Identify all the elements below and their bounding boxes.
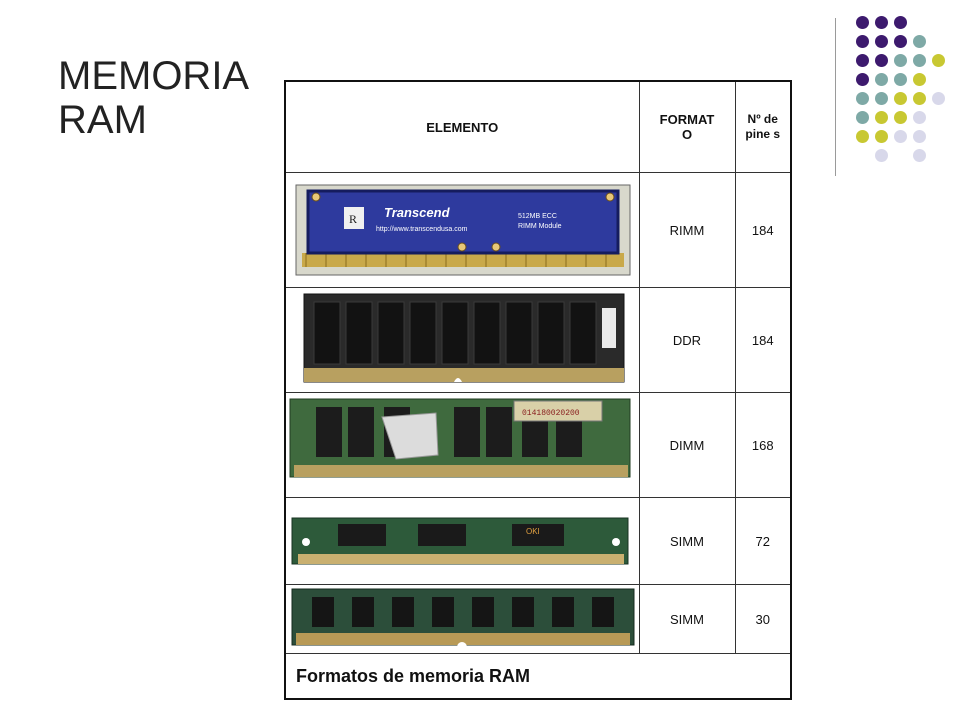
dot (894, 92, 907, 105)
dot (913, 35, 926, 48)
decorative-divider (835, 18, 836, 176)
title-line-1: MEMORIA (58, 54, 250, 98)
dot (894, 16, 907, 29)
dot (875, 16, 888, 29)
dot (875, 149, 888, 162)
table-row: R Transcend http://www.transcendusa.com … (284, 172, 792, 288)
title-line-2: RAM (58, 98, 147, 142)
dot (894, 111, 907, 124)
dot (913, 149, 926, 162)
format-cell: SIMM (638, 584, 736, 654)
svg-text:http://www.transcendusa.com: http://www.transcendusa.com (376, 226, 468, 233)
dot (856, 54, 869, 67)
dot (875, 111, 888, 124)
rimm-module-image: R Transcend http://www.transcendusa.com … (284, 172, 640, 288)
table-header-row: ELEMENTO FORMAT O Nº de pine s (284, 80, 792, 173)
table-row: SIMM 30 (284, 584, 792, 654)
pins-cell: 184 (734, 287, 792, 393)
dot (894, 54, 907, 67)
dot (875, 54, 888, 67)
simm30-module-image (284, 584, 640, 654)
pins-cell: 72 (734, 497, 792, 585)
dot (856, 16, 869, 29)
dot (932, 54, 945, 67)
dot (875, 92, 888, 105)
format-cell: RIMM (638, 172, 736, 288)
ddr-module-image (284, 287, 640, 393)
slide-title: MEMORIA RAM (58, 54, 249, 142)
pins-cell: 184 (734, 172, 792, 288)
dimm-module-image: 014180020200 (284, 392, 640, 498)
dot (856, 73, 869, 86)
svg-text:R: R (349, 212, 357, 226)
decorative-dot-grid (848, 10, 958, 162)
dot (932, 92, 945, 105)
dot (875, 73, 888, 86)
dot (913, 130, 926, 143)
dot (875, 130, 888, 143)
svg-text:Transcend: Transcend (384, 205, 451, 220)
table-row: OKI SIMM 72 (284, 497, 792, 585)
svg-text:014180020200: 014180020200 (522, 409, 580, 418)
header-formato: FORMAT O (638, 80, 736, 173)
dot (913, 92, 926, 105)
dot (856, 111, 869, 124)
svg-text:512MB ECC: 512MB ECC (518, 213, 557, 220)
table-caption: Formatos de memoria RAM (284, 653, 792, 700)
dot (913, 54, 926, 67)
dot (856, 92, 869, 105)
format-cell: DDR (638, 287, 736, 393)
dot (913, 73, 926, 86)
ram-formats-table: ELEMENTO FORMAT O Nº de pine s R T (284, 80, 792, 700)
table-row: 014180020200 DIMM 168 (284, 392, 792, 498)
simm72-module-image: OKI (284, 497, 640, 585)
dot (894, 130, 907, 143)
svg-text:RIMM Module: RIMM Module (518, 223, 562, 230)
dot (856, 35, 869, 48)
format-cell: DIMM (638, 392, 736, 498)
dot (894, 73, 907, 86)
header-elemento: ELEMENTO (284, 80, 640, 173)
dot (856, 130, 869, 143)
dot (913, 111, 926, 124)
header-pines: Nº de pine s (734, 80, 792, 173)
table-row: DDR 184 (284, 287, 792, 393)
dot (875, 35, 888, 48)
pins-cell: 30 (734, 584, 792, 654)
svg-text:OKI: OKI (526, 527, 540, 536)
pins-cell: 168 (734, 392, 792, 498)
format-cell: SIMM (638, 497, 736, 585)
caption-row: Formatos de memoria RAM (284, 653, 792, 700)
dot (894, 35, 907, 48)
